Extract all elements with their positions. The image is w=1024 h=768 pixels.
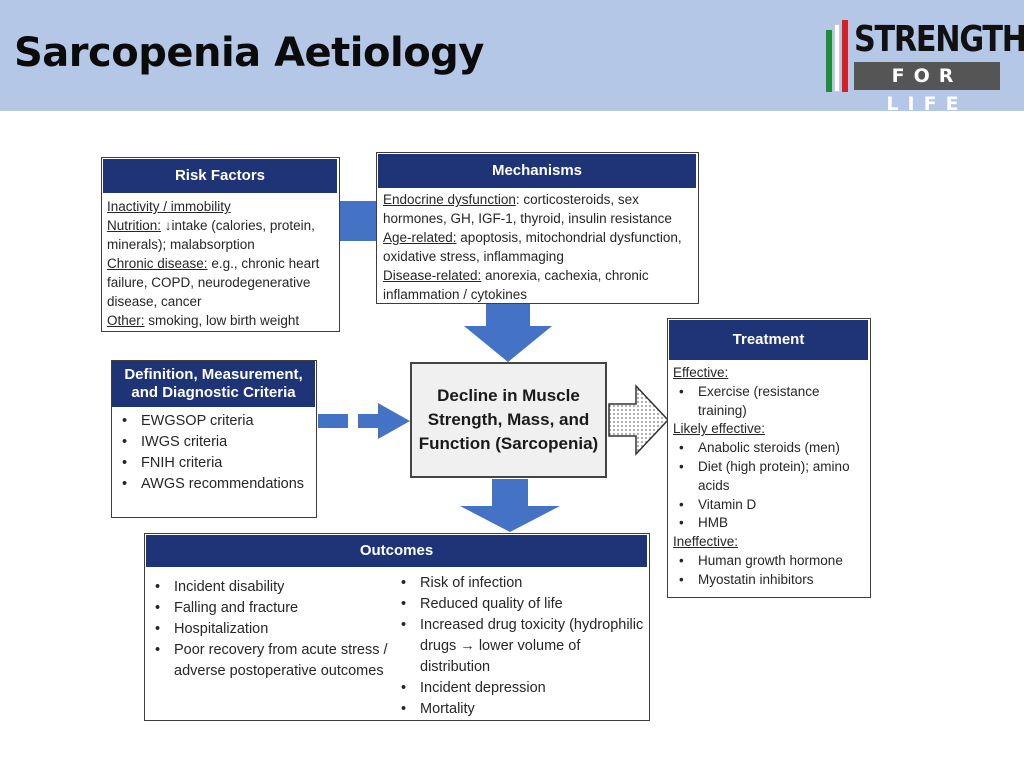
treatment-group-label: Ineffective: [673,534,739,550]
risk-factor-line: Nutrition: ↓intake (calories, protein, m… [107,216,337,254]
treatment-list: Effective: Exercise (resistance training… [673,364,869,590]
list-item: Reduced quality of life [395,594,645,615]
mechanisms-box: Mechanisms Endocrine dysfunction: cortic… [376,152,699,304]
risk-to-mechanism-connector [338,201,380,241]
risk-factor-line: Inactivity / immobility [107,197,337,216]
mechanism-label: Endocrine dysfunction [383,192,516,207]
treatment-group-items: Anabolic steroids (men) Diet (high prote… [673,439,869,533]
definition-header: Definition, Measurement, and Diagnostic … [112,361,315,407]
logo-red-stripe [842,20,848,92]
list-item: Exercise (resistance training) [673,383,869,421]
list-item: Risk of infection [395,573,645,594]
list-item: Hospitalization [149,619,389,640]
mechanism-line: Age-related: apoptosis, mitochondrial dy… [383,228,695,266]
risk-factors-list: Inactivity / immobility Nutrition: ↓inta… [107,197,337,330]
outcomes-right-list: Risk of infection Reduced quality of lif… [395,573,645,720]
treatment-group-items: Exercise (resistance training) [673,383,869,421]
risk-factor-text: ↓intake (calories, protein, minerals); m… [107,218,315,252]
treatment-header: Treatment [669,320,868,360]
list-item: Incident disability [149,577,389,598]
treatment-hollow-arrow [608,384,670,456]
mechanism-down-arrow [464,304,552,362]
list-item: FNIH criteria [116,453,312,474]
risk-factors-box: Risk Factors Inactivity / immobility Nut… [101,157,340,332]
sarcopenia-center-box: Decline in Muscle Strength, Mass, and Fu… [410,362,607,478]
list-item: AWGS recommendations [116,474,312,495]
outcomes-left-list: Incident disability Falling and fracture… [149,577,389,682]
risk-factor-line: Chronic disease: e.g., chronic heart fai… [107,254,337,311]
risk-factor-text: e.g., chronic heart failure, COPD, neuro… [107,256,320,309]
dash-1 [318,414,348,428]
title-band [0,0,1024,111]
treatment-group-label: Likely effective: [673,421,766,437]
list-item: HMB [673,514,869,533]
strength-for-life-logo: STRENGTH FOR LIFE [826,20,1024,115]
list-item: Diet (high protein); amino acids [673,458,869,496]
risk-factor-label: Inactivity / immobility [107,199,231,214]
risk-factor-text: smoking, low birth weight [144,313,300,328]
mechanism-text: : corticosteroids, sex hormones, GH, IGF… [383,192,672,226]
risk-factor-label: Other: [107,313,145,328]
outcomes-header: Outcomes [146,535,647,567]
list-item: Poor recovery from acute stress / advers… [149,640,389,682]
definition-box: Definition, Measurement, and Diagnostic … [111,360,317,518]
mechanism-label: Disease-related: [383,268,482,283]
logo-green-stripe [826,30,832,92]
logo-white-stripe [834,24,840,92]
list-item: EWGSOP criteria [116,411,312,432]
list-item: IWGS criteria [116,432,312,453]
risk-factor-label: Nutrition: [107,218,162,233]
slide-title: Sarcopenia Aetiology [14,30,484,76]
mechanism-line: Endocrine dysfunction: corticosteroids, … [383,190,695,228]
outcomes-box: Outcomes Incident disability Falling and… [144,533,650,721]
treatment-box: Treatment Effective: Exercise (resistanc… [667,318,871,598]
mechanism-text: apoptosis, mitochondrial dysfunction, ox… [383,230,682,264]
mechanism-label: Age-related: [383,230,457,245]
list-item: Mortality [395,699,645,720]
logo-line-2: FOR LIFE [854,62,1000,115]
risk-factor-label: Chronic disease: [107,256,208,271]
logo-line-1: STRENGTH [854,19,1024,60]
definition-dashed-arrow-head [358,403,410,439]
list-item: Increased drug toxicity (hydrophilic dru… [395,615,645,678]
definition-list: EWGSOP criteria IWGS criteria FNIH crite… [116,411,312,495]
list-item: Myostatin inhibitors [673,571,869,590]
list-item: Incident depression [395,678,645,699]
list-item: Anabolic steroids (men) [673,439,869,458]
mechanism-line: Disease-related: anorexia, cachexia, chr… [383,266,695,304]
list-item: Vitamin D [673,496,869,515]
list-item: Falling and fracture [149,598,389,619]
treatment-group-label: Effective: [673,365,729,380]
list-item: Human growth hormone [673,552,869,571]
outcome-down-arrow [460,479,560,532]
risk-factors-header: Risk Factors [103,159,337,193]
mechanism-text: anorexia, cachexia, chronic inflammation… [383,268,649,302]
mechanisms-list: Endocrine dysfunction: corticosteroids, … [383,190,695,304]
risk-factor-line: Other: smoking, low birth weight [107,311,337,330]
mechanisms-header: Mechanisms [378,154,696,188]
treatment-group-items: Human growth hormone Myostatin inhibitor… [673,552,869,590]
